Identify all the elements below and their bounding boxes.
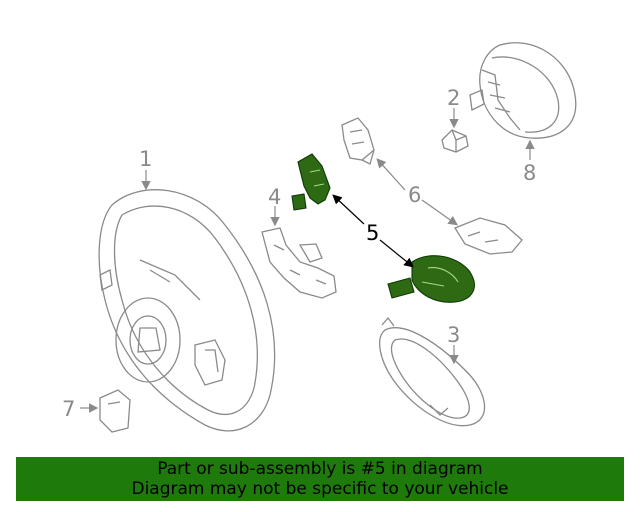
part-4-bracket xyxy=(261,227,337,299)
callout-4: 4 xyxy=(268,185,281,209)
callout-5: 5 xyxy=(366,221,379,245)
part-5-left-switch xyxy=(291,153,331,211)
part-7-clip xyxy=(99,389,131,433)
callout-7: 7 xyxy=(62,397,75,421)
banner-line-1: Part or sub-assembly is #5 in diagram xyxy=(157,459,483,479)
callout-2: 2 xyxy=(447,86,460,110)
part-8-airbag-module xyxy=(469,42,577,139)
callout-3: 3 xyxy=(447,323,460,347)
part-6-lower-switch xyxy=(454,217,523,255)
callout-8: 8 xyxy=(523,161,536,185)
part-6-upper-switch xyxy=(341,117,375,165)
banner-line-2: Diagram may not be specific to your vehi… xyxy=(131,479,509,499)
leader-lines xyxy=(80,108,535,413)
callout-1: 1 xyxy=(139,147,152,171)
part-5-right-switch xyxy=(387,255,475,303)
info-banner: Part or sub-assembly is #5 in diagram Di… xyxy=(16,457,624,501)
part-1-steering-wheel xyxy=(98,189,276,432)
part-2-button xyxy=(441,129,469,153)
part-3-rear-cover xyxy=(379,316,486,427)
callout-6: 6 xyxy=(408,183,421,207)
